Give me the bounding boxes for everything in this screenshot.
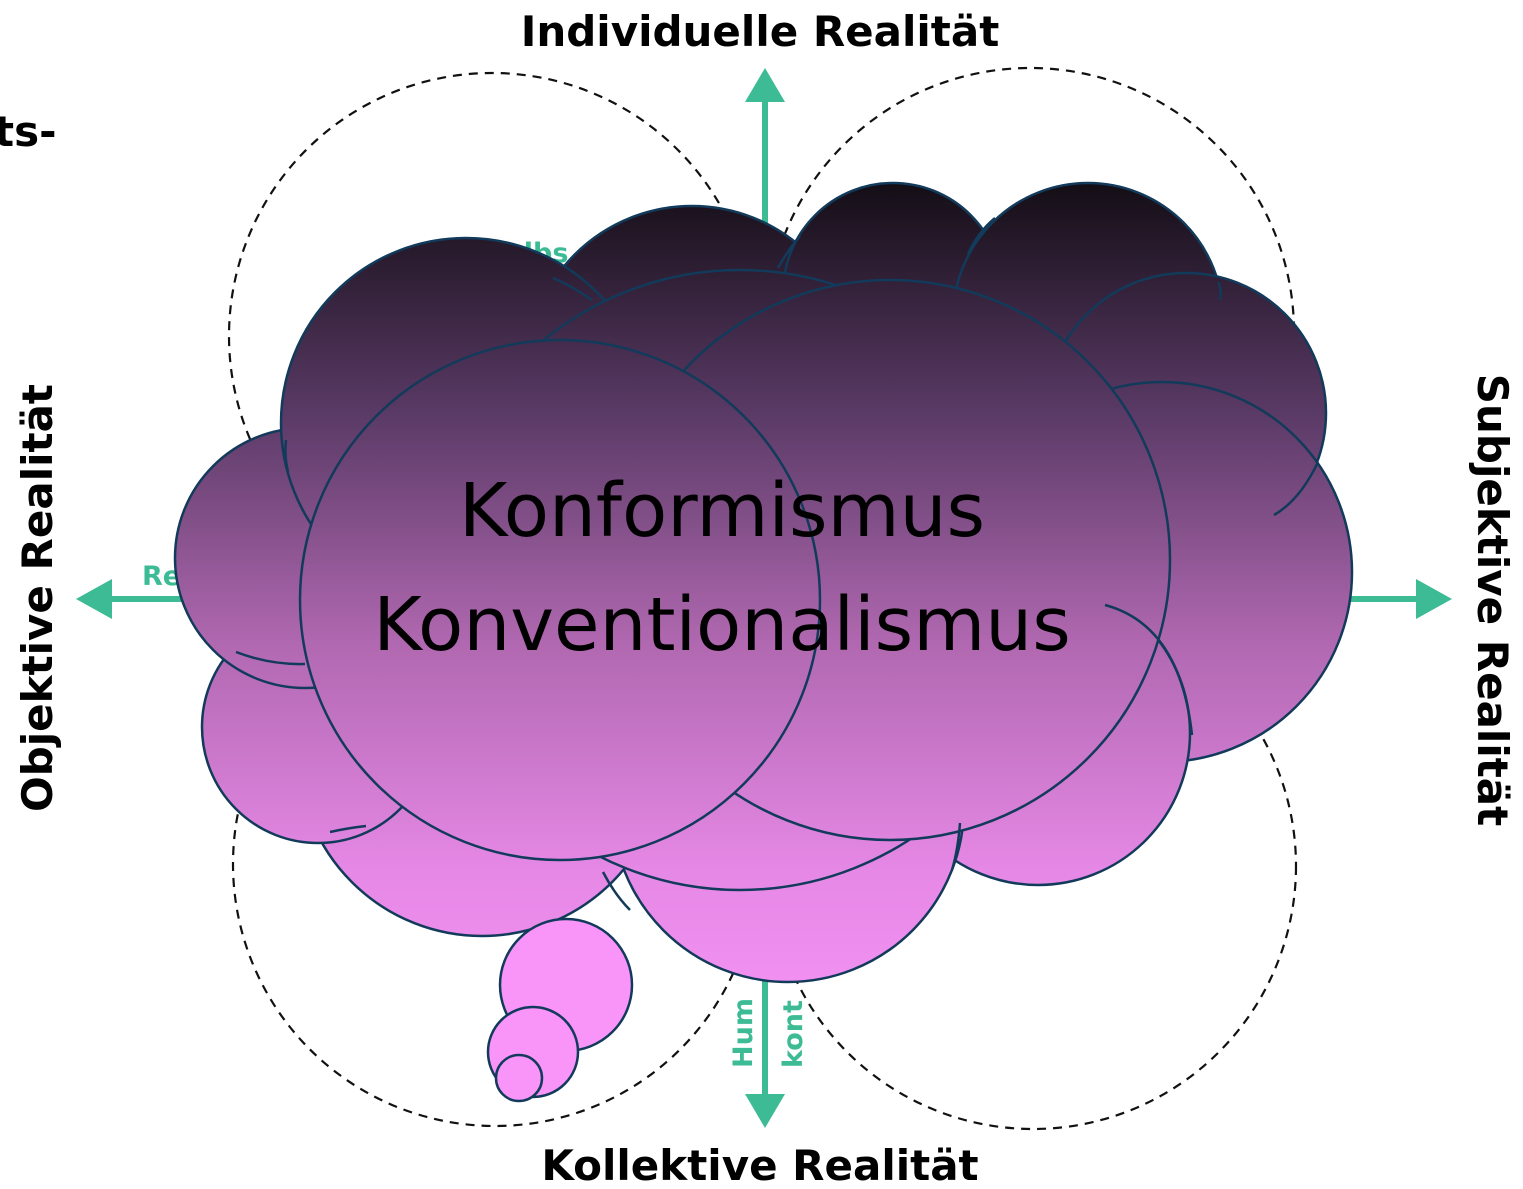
- cloud-title-line1: Konformismus: [459, 468, 985, 554]
- arrow-left-icon: [76, 579, 112, 619]
- cropped-label-ts: ts-: [0, 107, 57, 156]
- cloud-overlap-arcs: [235, 217, 1320, 911]
- thought-bubbles: [486, 917, 634, 1103]
- axis-label-top: Individuelle Realität: [521, 7, 1000, 56]
- arrow-right-icon: [1416, 579, 1452, 619]
- axis-label-left: Objektive Realität: [13, 384, 62, 812]
- thought-bubble-small: [494, 1053, 544, 1103]
- axis-label-right: Subjektive Realität: [1468, 374, 1517, 826]
- label-hum: Hum: [728, 998, 759, 1068]
- arrow-up-icon: [745, 68, 785, 102]
- cloud-title-line2: Konventionalismus: [373, 582, 1071, 668]
- arrow-down-icon: [745, 1094, 785, 1128]
- thought-cloud: [173, 181, 1354, 984]
- label-kont: kont: [778, 1000, 809, 1068]
- axis-label-bottom: Kollektive Realität: [541, 1141, 978, 1189]
